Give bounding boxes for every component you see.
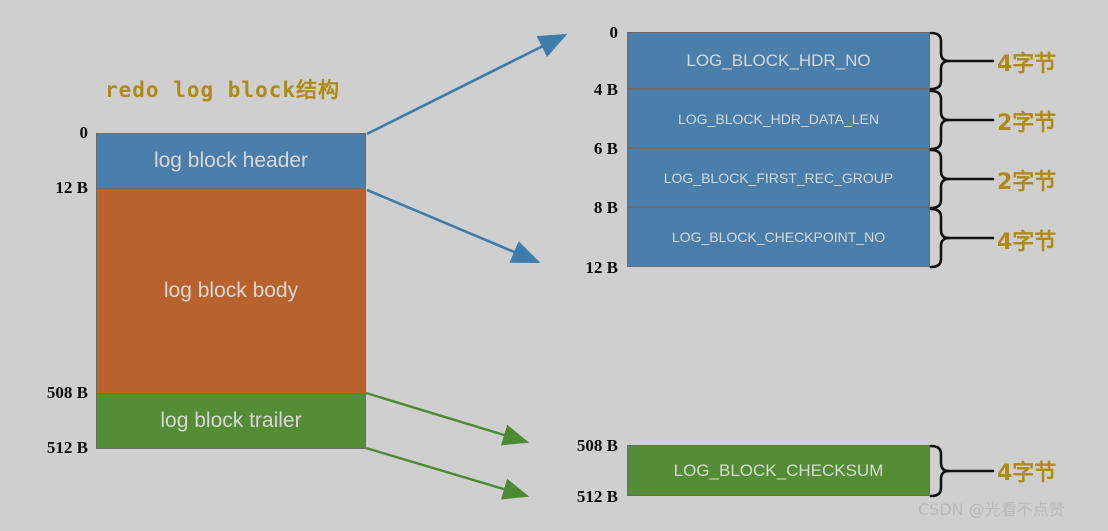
block-log-block-trailer: log block trailer	[96, 393, 366, 449]
offset-label-hdr-0: 0	[609, 23, 619, 42]
byte-size-label-first-rec-group: 2字节	[997, 170, 1057, 195]
brace-checkpoint-no	[929, 207, 995, 269]
block-log-block-header: log block header	[96, 133, 366, 189]
offset-label-main-512: 512 B	[46, 438, 88, 457]
brace-hdr-data-len	[929, 89, 995, 151]
offset-label-main-12: 12 B	[55, 178, 88, 197]
block-log-block-checkpoint-no: LOG_BLOCK_CHECKPOINT_NO	[627, 207, 930, 267]
byte-size-label-hdr-no: 4字节	[997, 52, 1057, 77]
offset-label-main-508: 508 B	[46, 383, 88, 402]
byte-size-label-hdr-data-len: 2字节	[997, 111, 1057, 136]
byte-size-label-checkpoint-no: 4字节	[997, 230, 1057, 255]
brace-hdr-no	[929, 31, 995, 91]
arrow-header-bottom	[366, 188, 541, 264]
csdn-watermark: CSDN @光看不点赞	[918, 500, 1065, 519]
arrow-header-top	[366, 33, 568, 136]
brace-first-rec-group	[929, 148, 995, 210]
offset-label-hdr-6: 6 B	[593, 139, 618, 158]
brace-checksum	[929, 444, 995, 498]
block-log-block-checksum: LOG_BLOCK_CHECKSUM	[627, 445, 930, 496]
arrow-trailer-top	[365, 391, 530, 446]
arrow-trailer-bottom	[365, 446, 530, 500]
block-log-block-body: log block body	[96, 188, 366, 394]
page-title: redo log block结构	[105, 78, 341, 102]
block-log-block-hdr-no: LOG_BLOCK_HDR_NO	[627, 32, 930, 89]
offset-label-main-0: 0	[79, 123, 89, 142]
offset-label-chk-508: 508 B	[576, 436, 618, 455]
offset-label-hdr-4: 4 B	[593, 80, 618, 99]
block-log-block-first-rec-group: LOG_BLOCK_FIRST_REC_GROUP	[627, 148, 930, 207]
offset-label-hdr-12: 12 B	[585, 258, 618, 277]
offset-label-hdr-8: 8 B	[593, 198, 618, 217]
block-log-block-hdr-data-len: LOG_BLOCK_HDR_DATA_LEN	[627, 89, 930, 148]
byte-size-label-checksum: 4字节	[997, 461, 1057, 486]
offset-label-chk-512: 512 B	[576, 487, 618, 506]
